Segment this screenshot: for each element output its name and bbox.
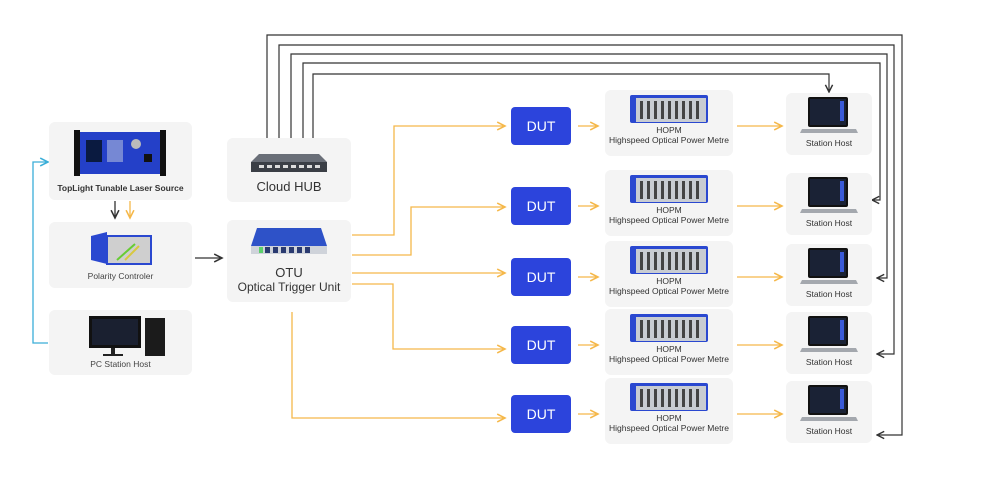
dut-label: DUT	[526, 406, 556, 422]
pc-workstation-icon	[89, 316, 165, 356]
laptop-icon	[800, 385, 858, 421]
laptop-icon	[800, 248, 858, 284]
hopm-card[interactable]: HOPM Highspeed Optical Power Metre	[605, 90, 733, 156]
otu-rack-icon	[251, 228, 327, 254]
polarity-controller-icon	[91, 232, 152, 265]
optical-line-4	[352, 283, 505, 349]
hopm-title: HOPM	[656, 205, 682, 215]
polarity-controller-label: Polarity Controler	[87, 271, 154, 281]
station-host-label: Station Host	[805, 289, 853, 299]
station-host-card[interactable]: Station Host	[786, 93, 872, 155]
otu-title: OTU	[275, 265, 303, 280]
hopm-icon	[630, 175, 708, 203]
dut-box[interactable]: DUT	[511, 107, 571, 145]
hopm-subtitle: Highspeed Optical Power Metre	[608, 135, 729, 145]
laser-source-label: TopLight Tunable Laser Source	[57, 183, 184, 193]
hopm-icon	[630, 95, 708, 123]
otu-subtitle: Optical Trigger Unit	[237, 280, 341, 294]
network-switch-icon	[251, 154, 327, 172]
hopm-subtitle: Highspeed Optical Power Metre	[608, 215, 729, 225]
hopm-subtitle: Highspeed Optical Power Metre	[608, 423, 729, 433]
hopm-subtitle: Highspeed Optical Power Metre	[608, 354, 729, 364]
optical-line-5	[291, 312, 505, 418]
dut-label: DUT	[526, 118, 556, 134]
station-host-card[interactable]: Station Host	[786, 381, 872, 443]
hopm-title: HOPM	[656, 276, 682, 286]
station-host-card[interactable]: Station Host	[786, 312, 872, 374]
laptop-icon	[800, 316, 858, 352]
station-host-label: Station Host	[805, 357, 853, 367]
cloud-hub-card[interactable]: Cloud HUB	[227, 138, 351, 202]
hopm-card[interactable]: HOPM Highspeed Optical Power Metre	[605, 309, 733, 375]
hopm-card[interactable]: HOPM Highspeed Optical Power Metre	[605, 241, 733, 307]
pc-station-host-label: PC Station Host	[90, 359, 151, 369]
pc-station-host-card[interactable]: PC Station Host	[49, 310, 192, 375]
hopm-title: HOPM	[656, 344, 682, 354]
dut-label: DUT	[526, 337, 556, 353]
station-host-card[interactable]: Station Host	[786, 244, 872, 306]
laser-source-icon	[74, 130, 166, 176]
laptop-icon	[800, 177, 858, 213]
dut-label: DUT	[526, 269, 556, 285]
hopm-icon	[630, 246, 708, 274]
dut-box[interactable]: DUT	[511, 187, 571, 225]
dut-label: DUT	[526, 198, 556, 214]
optical-line-2	[352, 207, 505, 256]
network-line-1	[266, 34, 903, 435]
hopm-icon	[630, 314, 708, 342]
hopm-title: HOPM	[656, 125, 682, 135]
hopm-icon	[630, 383, 708, 411]
network-line-4	[302, 62, 881, 200]
dut-box[interactable]: DUT	[511, 326, 571, 364]
station-host-label: Station Host	[805, 218, 853, 228]
network-line-5	[312, 73, 829, 138]
hopm-card[interactable]: HOPM Highspeed Optical Power Metre	[605, 378, 733, 444]
station-host-card[interactable]: Station Host	[786, 173, 872, 235]
dut-box[interactable]: DUT	[511, 258, 571, 296]
dut-box[interactable]: DUT	[511, 395, 571, 433]
polarity-controller-card[interactable]: Polarity Controler	[49, 222, 192, 288]
cloud-hub-label: Cloud HUB	[256, 179, 322, 194]
hopm-subtitle: Highspeed Optical Power Metre	[608, 286, 729, 296]
otu-card[interactable]: OTU Optical Trigger Unit	[227, 220, 351, 302]
optical-line-1	[352, 126, 505, 236]
feedback-line	[32, 162, 48, 344]
network-line-2	[278, 44, 895, 354]
station-host-label: Station Host	[805, 138, 853, 148]
hopm-title: HOPM	[656, 413, 682, 423]
laser-source-card[interactable]: TopLight Tunable Laser Source	[49, 122, 192, 200]
hopm-card[interactable]: HOPM Highspeed Optical Power Metre	[605, 170, 733, 236]
laptop-icon	[800, 97, 858, 133]
station-host-label: Station Host	[805, 426, 853, 436]
network-line-3	[290, 53, 888, 278]
